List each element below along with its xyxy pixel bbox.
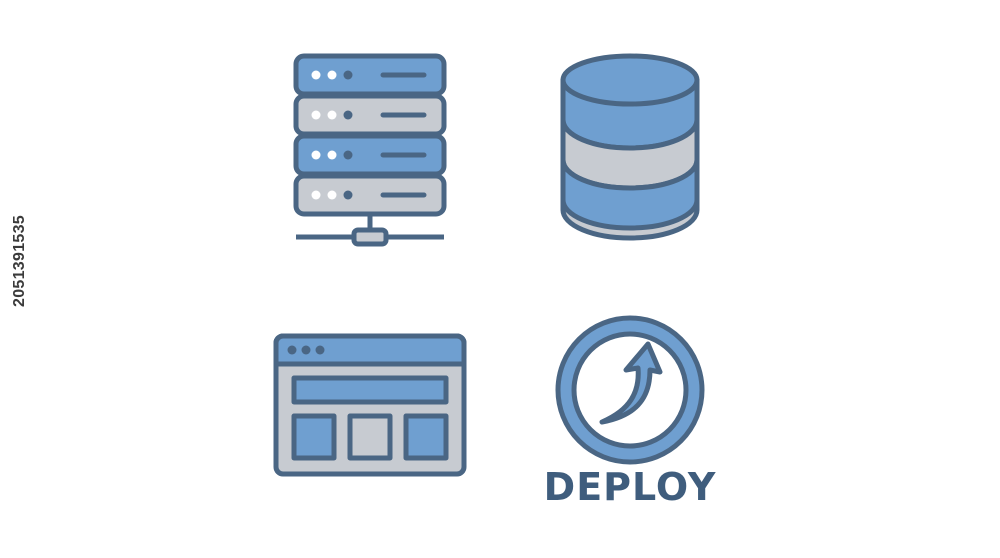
stock-id-watermark: 2051391535 <box>11 215 28 307</box>
deploy-label: DEPLOY <box>543 465 717 509</box>
browser-window-icon <box>273 333 467 477</box>
database-icon <box>560 53 700 241</box>
server-rack-icon <box>293 53 447 247</box>
deploy-arrow-icon <box>555 315 705 465</box>
